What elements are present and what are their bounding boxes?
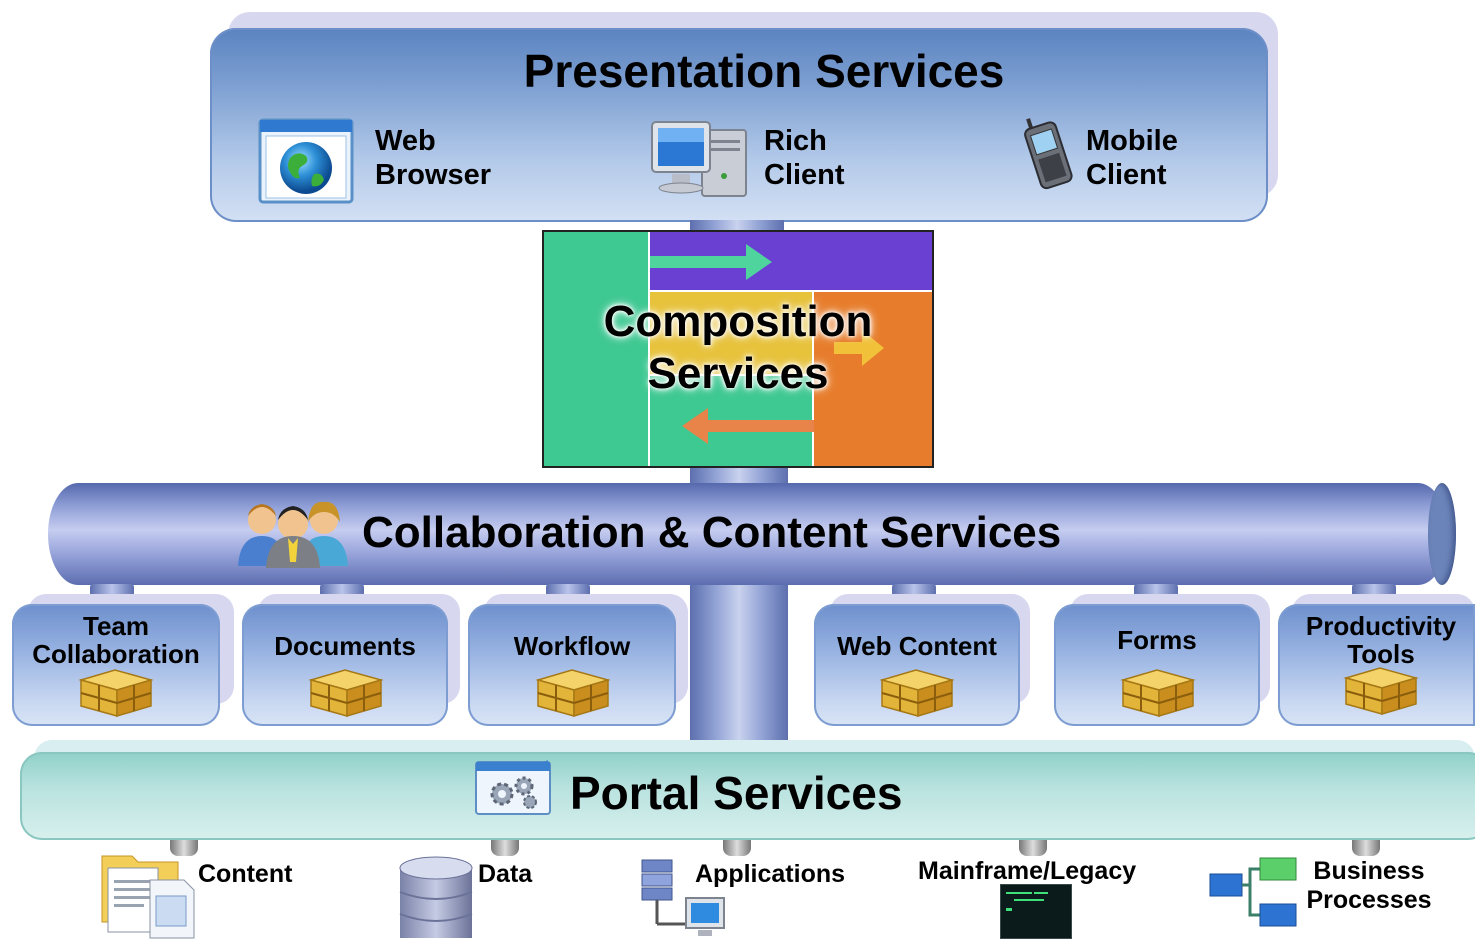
portal-gears-icon xyxy=(475,760,551,815)
mainframe-legacy-label: Mainframe/Legacy xyxy=(918,857,1137,885)
portal-services-bar xyxy=(20,752,1475,840)
applications-label: Applications xyxy=(695,860,846,888)
documents-label: Documents xyxy=(274,631,416,661)
presentation-services-title: Presentation Services xyxy=(523,45,1005,97)
mobile-phone-icon xyxy=(1024,118,1073,190)
database-icon xyxy=(399,856,473,938)
content-documents-icon xyxy=(101,855,195,939)
peg-content xyxy=(170,840,198,856)
web-content-label: Web Content xyxy=(837,631,997,661)
composition-services-panel xyxy=(542,230,934,468)
collaboration-content-title: Collaboration & Content Services xyxy=(362,508,1062,557)
people-group-icon xyxy=(238,501,348,568)
content-label: Content xyxy=(198,860,293,888)
package-icon xyxy=(78,669,154,718)
collaboration-content-pipe xyxy=(48,483,1448,585)
application-server-icon xyxy=(641,859,725,936)
process-flow-icon xyxy=(1209,857,1297,927)
collaboration-pipe-end xyxy=(1428,483,1456,585)
pipe-collaboration-portal xyxy=(690,582,788,742)
package-icon xyxy=(308,669,384,718)
pipe-presentation-composition xyxy=(690,220,784,232)
web-browser-icon xyxy=(258,118,354,204)
peg-business-processes xyxy=(1352,840,1380,856)
peg-data xyxy=(491,840,519,856)
package-icon xyxy=(1343,667,1419,716)
pipe-composition-collaboration xyxy=(690,466,788,486)
portal-services-title: Portal Services xyxy=(570,767,903,819)
workflow-label: Workflow xyxy=(513,631,631,661)
composition-arrows xyxy=(650,244,884,444)
package-icon xyxy=(1120,669,1196,718)
package-icon xyxy=(879,669,955,718)
peg-mainframe xyxy=(1019,840,1047,856)
peg-applications xyxy=(723,840,751,856)
package-icon xyxy=(535,669,611,718)
forms-label: Forms xyxy=(1117,625,1197,655)
terminal-icon xyxy=(1000,884,1072,939)
data-label: Data xyxy=(478,860,533,888)
desktop-computer-icon xyxy=(651,121,747,197)
